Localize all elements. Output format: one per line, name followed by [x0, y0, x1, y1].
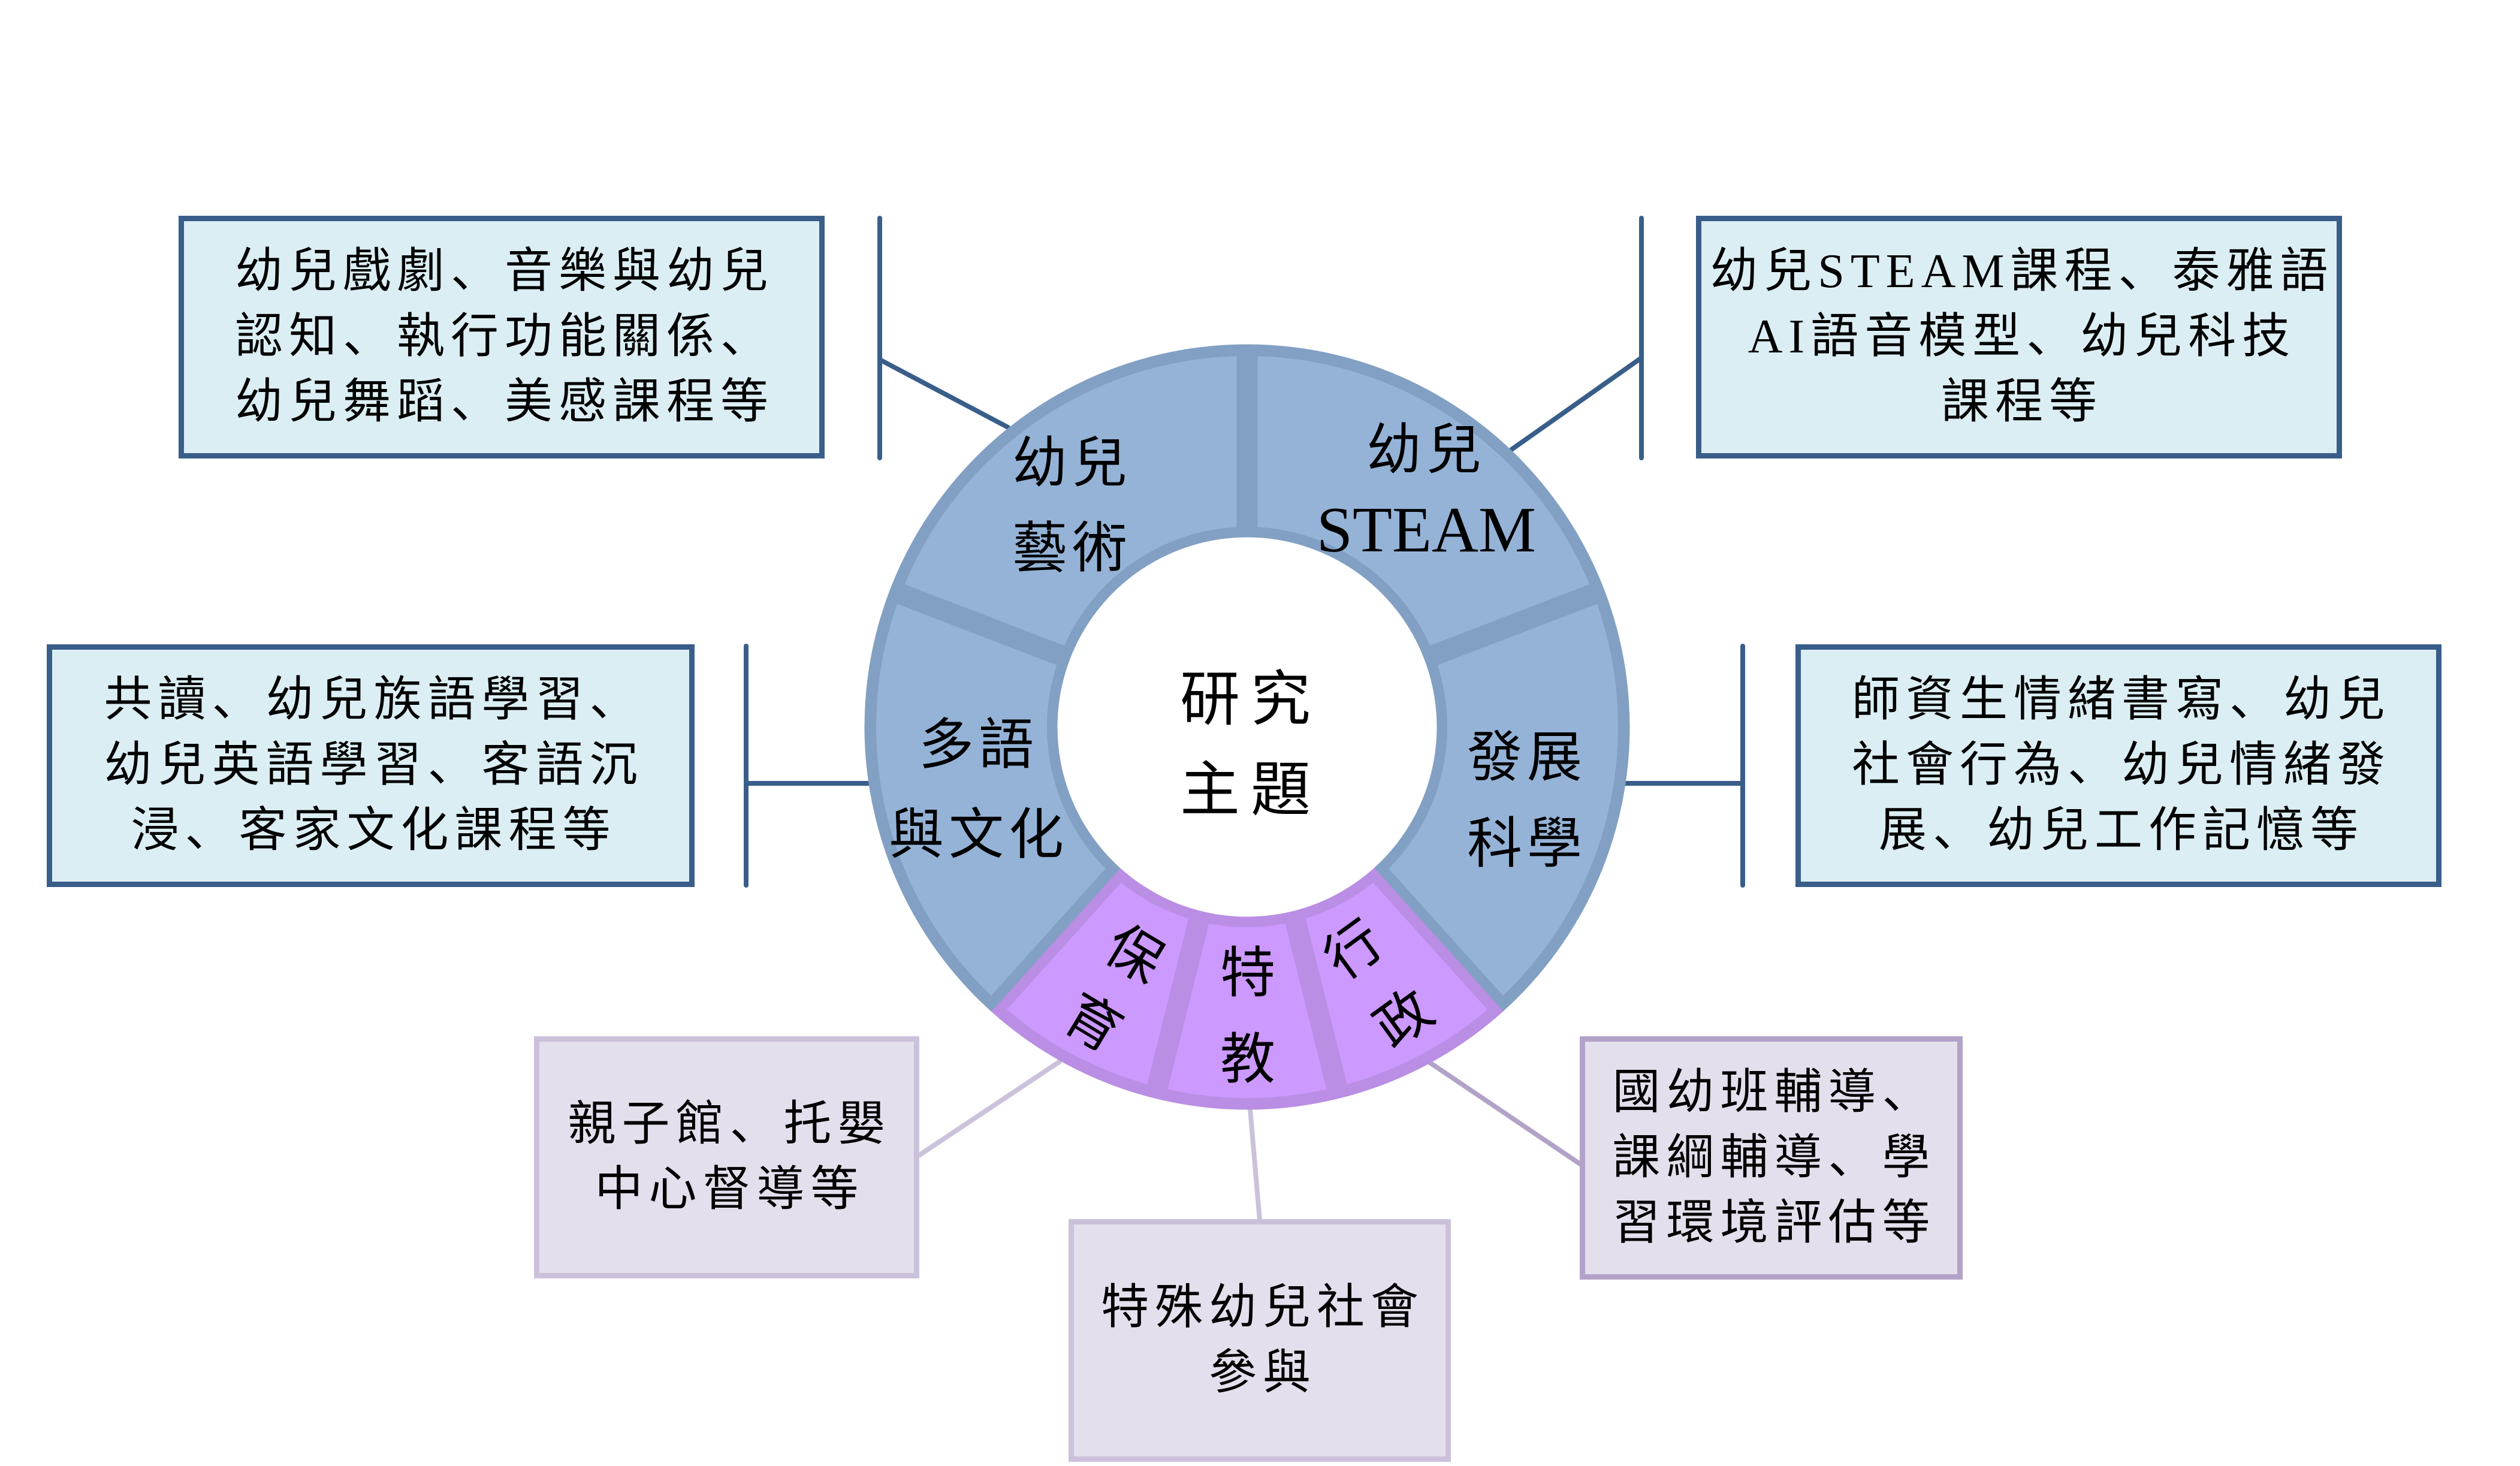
ring-segment-arts: [904, 356, 1237, 646]
segment-label-line: 幼兒: [1366, 420, 1486, 481]
detail-box-line: 師資生情緒書寫、幼兒: [1852, 674, 2391, 726]
detail-box-text: 國幼班輔導、 課綱輔導、學 習環境評估等: [1607, 1060, 1936, 1256]
detail-box-text: 幼兒STEAM課程、泰雅語 AI語音模型、幼兒科技 課程等: [1704, 239, 2334, 435]
segment-label-steam: 幼兒 STEAM: [1312, 411, 1536, 570]
detail-box-line: 國幼班輔導、: [1612, 1066, 1936, 1119]
segment-label-line: STEAM: [1316, 494, 1537, 566]
ring-segment-development-science: [1389, 604, 1619, 996]
segment-label-line: 幼兒: [1012, 433, 1133, 494]
ring-segment-multilingual-culture: [876, 604, 1106, 996]
detail-box-line: 展、幼兒工作記憶等: [1879, 804, 2364, 857]
detail-box-text: 師資生情緒書寫、幼兒 社會行為、幼兒情緒發 展、幼兒工作記憶等: [1846, 668, 2391, 864]
segment-label-line: 教: [1220, 1029, 1281, 1090]
detail-box-development-science: 師資生情緒書寫、幼兒 社會行為、幼兒情緒發 展、幼兒工作記憶等: [1795, 644, 2441, 887]
detail-box-line: 課綱輔導、學: [1612, 1131, 1936, 1184]
segment-label-line: 特: [1220, 943, 1281, 1004]
detail-box-text: 幼兒戲劇、音樂與幼兒 認知、執行功能關係、 幼兒舞蹈、美感課程等: [229, 239, 774, 435]
detail-box-line: 特殊幼兒社會: [1101, 1281, 1425, 1334]
segment-label-line: 藝術: [1012, 518, 1133, 579]
segment-label-multilingual-culture: 多語 與文化: [884, 700, 1069, 880]
detail-box-steam: 幼兒STEAM課程、泰雅語 AI語音模型、幼兒科技 課程等: [1696, 216, 2342, 458]
detail-box-line: 認知、執行功能關係、: [235, 310, 774, 363]
detail-box-line: 幼兒戲劇、音樂與幼兒: [235, 245, 774, 298]
detail-box-line: 親子館、托嬰: [568, 1098, 892, 1151]
detail-box-line: 幼兒英語學習、客語沉: [104, 739, 644, 792]
center-hub: [1058, 538, 1436, 916]
segment-label-line: 科學: [1466, 813, 1588, 874]
detail-box-line: 浸、客家文化課程等: [131, 804, 617, 857]
connector-special-education: [1248, 1108, 1262, 1221]
detail-box-special-education: 特殊幼兒社會 參與: [1069, 1219, 1451, 1462]
center-hub-line: 主題: [1180, 757, 1321, 824]
segment-label-special-education: 特 教: [1215, 930, 1280, 1103]
connector-arts: [877, 357, 1010, 430]
detail-box-text: 共讀、幼兒族語學習、 幼兒英語學習、客語沉 浸、客家文化課程等: [98, 668, 644, 864]
detail-box-line: 習環境評估等: [1612, 1196, 1936, 1250]
detail-box-line: 幼兒舞蹈、美感課程等: [235, 376, 774, 429]
ring: [864, 344, 1630, 1110]
connector-administration: [1426, 1059, 1583, 1167]
detail-box-line: AI語音模型、幼兒科技: [1748, 310, 2296, 363]
detail-box-line: 課程等: [1940, 376, 2103, 429]
segment-label-line: 多語: [918, 714, 1039, 776]
connector-steam: [1507, 355, 1644, 454]
detail-box-line: 參與: [1209, 1346, 1317, 1399]
segment-label-line: 發展: [1466, 727, 1588, 788]
detail-box-line: 幼兒STEAM課程、泰雅語: [1710, 245, 2334, 298]
ring-segment-childcare: [1006, 882, 1189, 1085]
center-hub-line: 研究: [1180, 666, 1321, 733]
detail-box-administration: 國幼班輔導、 課綱輔導、學 習環境評估等: [1580, 1036, 1963, 1280]
detail-box-line: 社會行為、幼兒情緒發: [1852, 739, 2391, 792]
detail-box-text: 特殊幼兒社會 參與: [1095, 1275, 1425, 1406]
center-hub-label: 研究 主題: [1169, 654, 1321, 835]
detail-box-multilingual-culture: 共讀、幼兒族語學習、 幼兒英語學習、客語沉 浸、客家文化課程等: [47, 644, 695, 887]
segment-label-line: 與文化: [888, 804, 1069, 865]
detail-box-childcare: 親子館、托嬰 中心督導等: [534, 1036, 919, 1278]
segment-label-development-science: 發展 科學: [1462, 714, 1587, 887]
connector-childcare: [917, 1058, 1063, 1158]
ring-segment-administration: [1305, 882, 1488, 1085]
detail-box-arts: 幼兒戲劇、音樂與幼兒 認知、執行功能關係、 幼兒舞蹈、美感課程等: [179, 216, 825, 458]
detail-box-line: 中心督導等: [594, 1163, 865, 1216]
detail-box-text: 親子館、托嬰 中心督導等: [562, 1092, 892, 1223]
segment-label-arts: 幼兒 藝術: [1007, 421, 1132, 591]
detail-box-line: 共讀、幼兒族語學習、: [104, 674, 644, 726]
ring-segment-special-education: [1167, 923, 1327, 1099]
ring-segment-steam: [1257, 356, 1590, 646]
